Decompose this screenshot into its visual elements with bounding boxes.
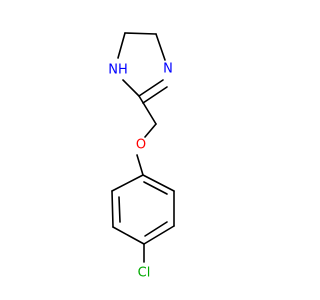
- bond-ar4-ar5: [143, 225, 175, 245]
- bond-c4-n3: [155, 33, 166, 61]
- bond-c2-n3-double: [142, 86, 168, 104]
- bond-ar1-ar2: [111, 174, 144, 192]
- bond-c5-c4: [124, 32, 157, 35]
- bond-c2-ch2: [138, 95, 157, 125]
- bond-ch2-o: [144, 123, 157, 138]
- atom-label-nh: NH: [108, 63, 128, 78]
- bond-ar6-ar1-double: [143, 181, 168, 195]
- bond-ar2-ar3-double: [118, 196, 121, 223]
- bond-ar4-ar5-double: [144, 221, 168, 237]
- bond-n1-c2: [122, 79, 140, 97]
- bond-c5-n1: [117, 32, 126, 59]
- bond-ar6-ar1: [142, 174, 175, 192]
- atom-label-o: O: [136, 138, 146, 153]
- bond-ar3-ar4: [112, 226, 145, 245]
- molecule-structure: NH N O Cl: [108, 32, 175, 281]
- bond-c2-n3: [138, 79, 164, 97]
- bond-ar2-ar3: [111, 190, 114, 228]
- bond-o-c1ar: [136, 154, 144, 176]
- atom-label-cl: Cl: [138, 266, 151, 281]
- atom-label-n: N: [163, 62, 173, 77]
